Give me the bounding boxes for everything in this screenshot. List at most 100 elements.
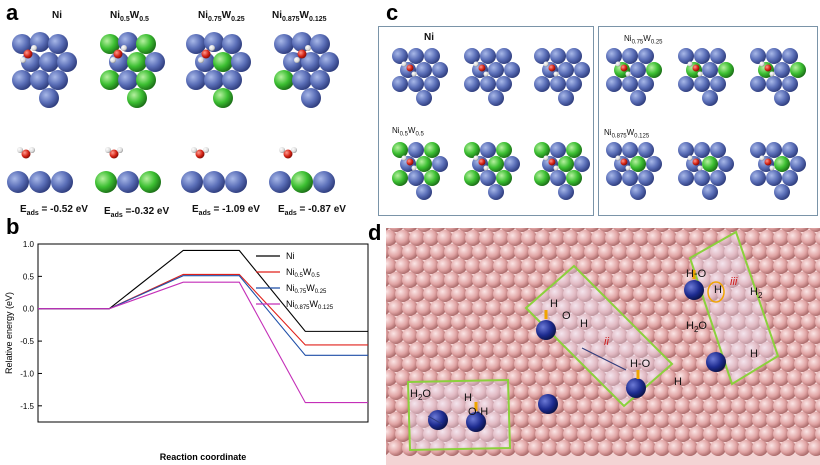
surface-atom	[787, 342, 803, 358]
surface-atom	[703, 258, 719, 274]
surface-atom	[507, 370, 523, 386]
surface-atom	[521, 314, 537, 330]
label-h2o-step1: H2O	[410, 388, 431, 403]
surface-atom	[507, 258, 523, 274]
surface-atom	[507, 398, 523, 414]
plot-frame	[37, 243, 369, 423]
panel-d-surface-illustration	[386, 228, 820, 465]
model-c-atom	[496, 48, 512, 64]
surface-atom	[668, 412, 684, 428]
surface-atom	[605, 342, 621, 358]
surface-atom	[626, 328, 642, 344]
surface-atom	[787, 370, 803, 386]
surface-atom	[780, 300, 796, 316]
surface-atom	[801, 370, 817, 386]
model-a-side-atom	[139, 171, 161, 193]
surface-atom	[500, 244, 516, 260]
surface-atom	[794, 440, 810, 456]
surface-atom	[710, 272, 726, 288]
surface-atom	[486, 272, 502, 288]
surface-atom	[668, 356, 684, 372]
surface-atom	[703, 370, 719, 386]
model-c-atom	[424, 76, 440, 92]
surface-atom	[724, 272, 740, 288]
surface-atom	[703, 286, 719, 302]
surface-atom	[444, 272, 460, 288]
surface-atom	[402, 272, 418, 288]
model-c-atom	[782, 170, 798, 186]
oxygen-atom	[620, 158, 628, 166]
model-a-atom	[57, 52, 77, 72]
surface-atom	[451, 258, 467, 274]
hydrogen-atom	[191, 147, 197, 153]
model-a-atom	[12, 34, 32, 54]
model-a-side-atom	[313, 171, 335, 193]
model-c-atom	[638, 76, 654, 92]
surface-atom	[514, 384, 530, 400]
surface-atom	[661, 370, 677, 386]
surface-atom	[780, 356, 796, 372]
model-a-atom	[222, 34, 242, 54]
surface-atom	[577, 314, 593, 330]
surface-atom	[794, 244, 810, 260]
surface-atom	[682, 412, 698, 428]
surface-atom	[577, 370, 593, 386]
surface-atom	[556, 272, 572, 288]
surface-atom	[388, 356, 404, 372]
surface-atom	[717, 314, 733, 330]
hydrogen-atom	[483, 165, 489, 171]
surface-atom	[612, 328, 628, 344]
surface-atom	[465, 342, 481, 358]
surface-atom	[423, 398, 439, 414]
model-c-atom	[550, 170, 566, 186]
surface-atom	[745, 286, 761, 302]
model-a-atom	[213, 88, 233, 108]
surface-atom	[640, 356, 656, 372]
label-hoh-step3: H-O	[686, 268, 707, 280]
model-c-atom	[710, 76, 726, 92]
label-oh-step1: O-H	[468, 406, 489, 418]
surface-atom	[598, 272, 614, 288]
surface-atom	[479, 314, 495, 330]
model-c-atom	[416, 156, 432, 172]
surface-atom	[437, 258, 453, 274]
surface-atom	[724, 244, 740, 260]
surface-atom	[717, 426, 733, 442]
model-c-atom	[416, 62, 432, 78]
model-c-atom	[766, 48, 782, 64]
model-c-atom	[534, 76, 550, 92]
surface-atom	[549, 342, 565, 358]
surface-atom	[500, 356, 516, 372]
surface-atom	[395, 342, 411, 358]
oxygen-atom	[195, 149, 205, 159]
hydrogen-atom	[279, 147, 285, 153]
surface-atom	[493, 370, 509, 386]
surface-atom	[430, 300, 446, 316]
w-atom	[706, 352, 726, 372]
hydrogen-atom	[105, 147, 111, 153]
surface-atom	[577, 286, 593, 302]
surface-atom	[395, 398, 411, 414]
surface-atom	[451, 342, 467, 358]
oxygen-atom	[109, 149, 119, 159]
model-c-atom	[678, 142, 694, 158]
surface-atom	[465, 370, 481, 386]
model-c-atom	[718, 62, 734, 78]
model-c-atom	[790, 62, 806, 78]
surface-atom	[682, 440, 698, 456]
surface-atom	[801, 258, 817, 274]
panel-c-label-ni075w025: Ni0.75W0.25	[624, 34, 663, 46]
surface-atom	[549, 230, 565, 246]
surface-atom	[801, 230, 817, 246]
hydrogen-atom	[687, 61, 693, 67]
surface-atom	[647, 230, 663, 246]
surface-atom	[563, 370, 579, 386]
surface-atom	[809, 228, 820, 232]
surface-atom	[773, 230, 789, 246]
surface-atom	[794, 412, 810, 428]
surface-atom	[675, 370, 691, 386]
surface-atom	[402, 384, 418, 400]
oxygen-atom	[764, 64, 772, 72]
hydrogen-atom	[294, 57, 300, 63]
surface-atom	[514, 412, 530, 428]
